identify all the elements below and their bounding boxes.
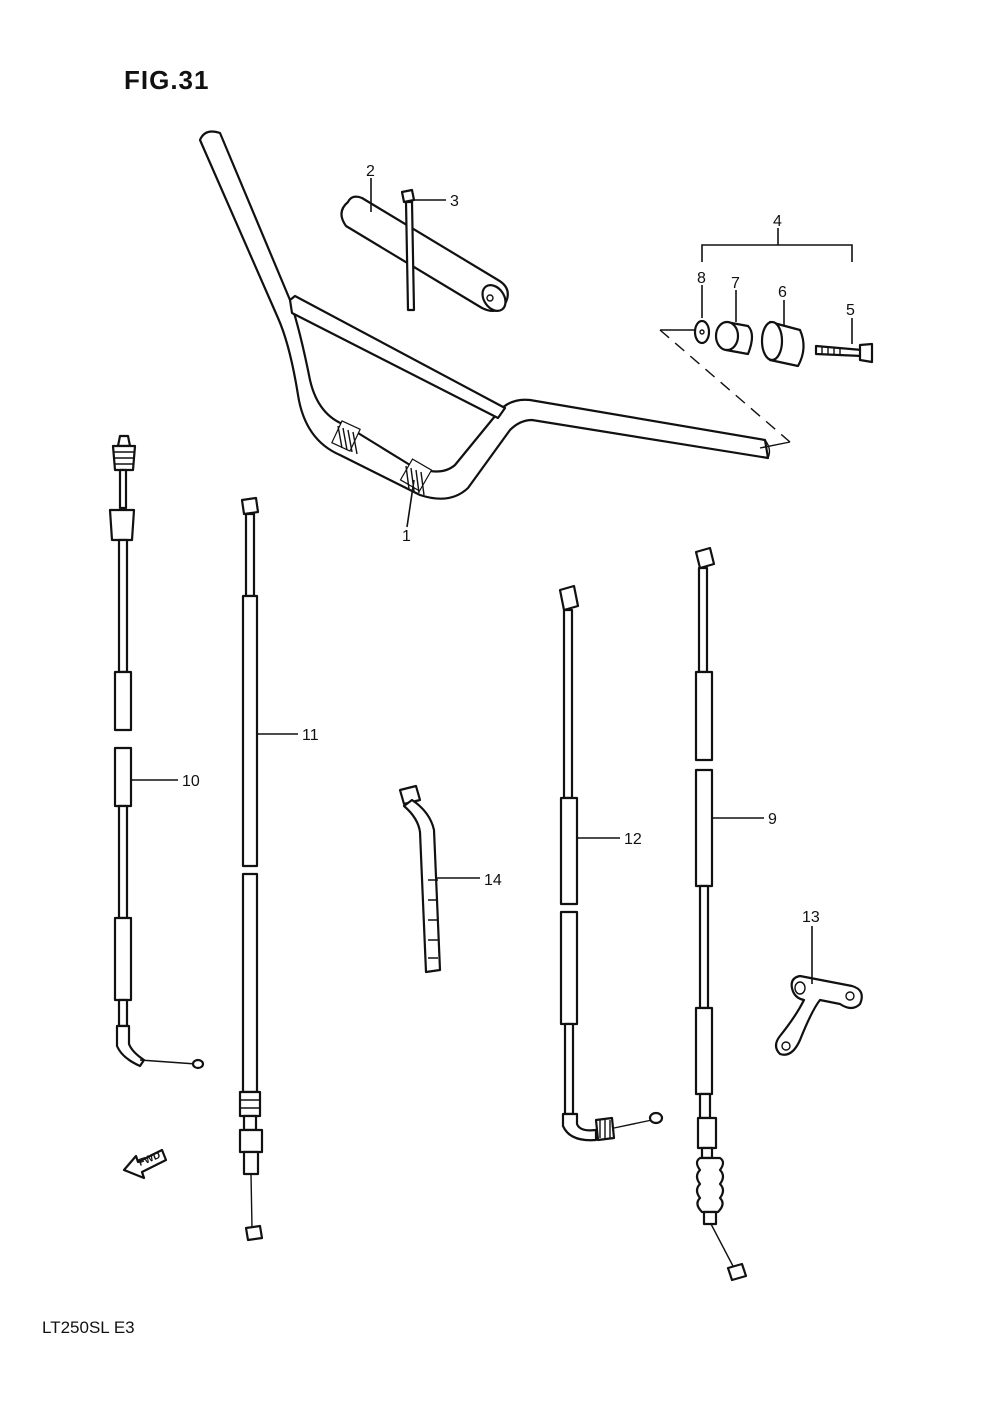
callout-14: 14: [484, 872, 502, 889]
callout-1: 1: [402, 528, 411, 545]
balancer-assembly: [659, 228, 874, 449]
callout-labels: 1 2 3 4 5 6 7 8 9 10 11 12 13 14: [182, 163, 855, 926]
callout-13: 13: [802, 909, 820, 926]
washer: [693, 319, 711, 345]
callout-11: 11: [302, 727, 319, 744]
callout-9: 9: [768, 811, 777, 828]
callout-3: 3: [450, 193, 459, 210]
wire-harness-clamp: [398, 784, 442, 974]
model-code: LT250SL E3: [42, 1318, 135, 1337]
callout-7: 7: [731, 275, 740, 292]
leader-lines: [131, 178, 853, 984]
cable-bracket: [774, 974, 863, 1056]
callout-4: 4: [773, 213, 782, 230]
screw: [814, 344, 864, 358]
callout-5: 5: [846, 302, 855, 319]
callout-2: 2: [366, 163, 375, 180]
callout-12: 12: [624, 831, 642, 848]
throttle-cable: [108, 434, 205, 1070]
callout-8: 8: [697, 270, 706, 287]
handlebar: [198, 130, 771, 500]
starter-cable: [694, 546, 748, 1282]
callout-10: 10: [182, 773, 200, 790]
handlebar-pad: [340, 195, 509, 313]
forward-direction-icon: FWD: [122, 1148, 168, 1180]
brake-cable-front: [238, 496, 264, 1242]
figure-title: FIG.31: [124, 65, 209, 95]
clutch-cable: [558, 584, 664, 1142]
callout-6: 6: [778, 284, 787, 301]
